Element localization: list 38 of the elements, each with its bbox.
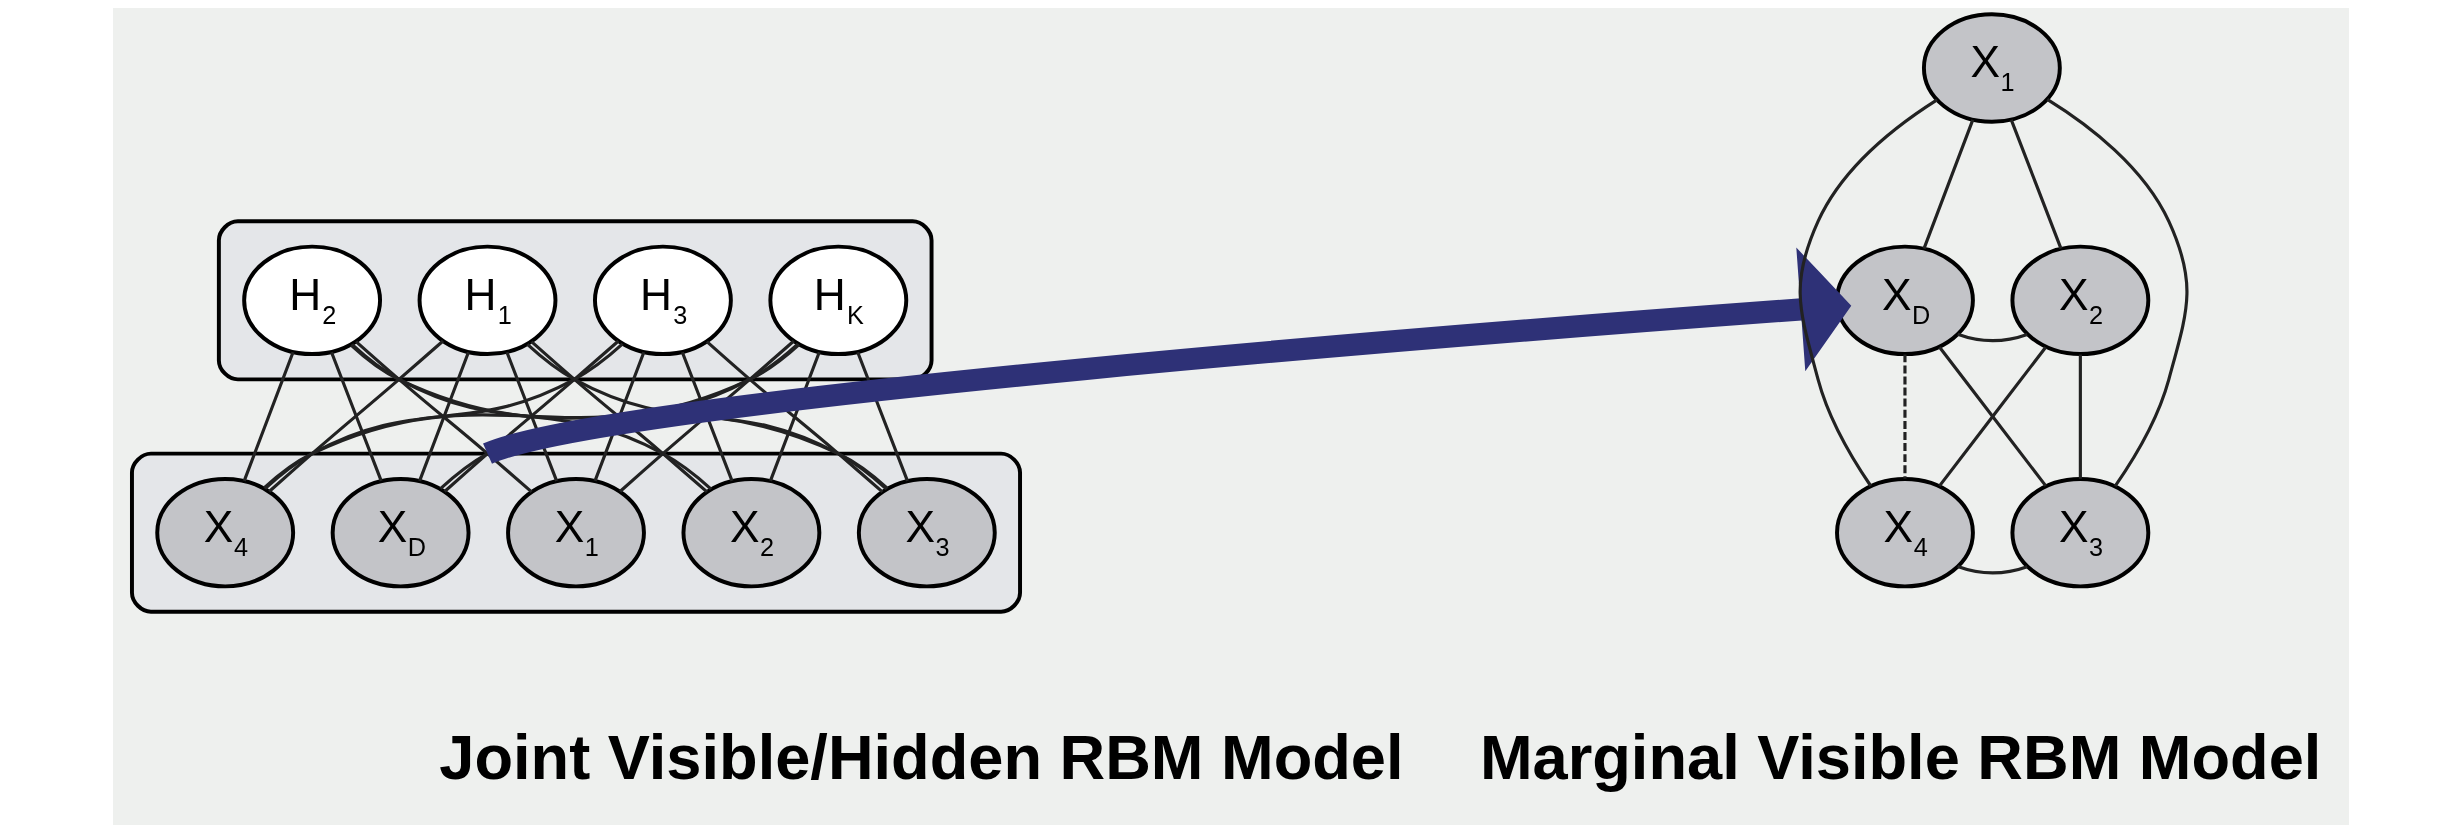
connector [530, 340, 709, 494]
connector [242, 351, 295, 482]
node-ellipse: X$_{3}$ [2010, 476, 2151, 589]
node-ellipse: H$_{K}$ [768, 244, 909, 357]
cluster [216, 219, 934, 382]
node-ellipse: X$_{D}$ [1835, 244, 1975, 357]
connector [268, 339, 445, 493]
node-ellipse: X$_{4}$ [1835, 476, 1975, 589]
connector [263, 343, 801, 490]
connector [705, 340, 884, 494]
arrow [484, 247, 1852, 465]
node-ellipse: X$_{D}$ [330, 476, 471, 589]
label: Marginal Visible RBM Model [1479, 722, 2322, 793]
connector [355, 340, 533, 494]
connector [330, 351, 383, 482]
node-ellipse: X$_{1}$ [1921, 12, 2062, 124]
connector [1957, 565, 2028, 575]
label: Joint Visible/Hidden RBM Model [439, 722, 1404, 793]
node-ellipse: X$_{3}$ [856, 476, 997, 589]
connector [2046, 98, 2189, 487]
node-ellipse: H$_{3}$ [593, 244, 733, 357]
connector [2009, 119, 2063, 250]
connector [1922, 119, 1975, 250]
connector [1957, 332, 2028, 343]
connector [443, 339, 620, 493]
node-ellipse: X$_{4}$ [155, 476, 296, 589]
connector [1798, 98, 1938, 487]
node-ellipse: H$_{2}$ [242, 244, 383, 357]
node-ellipse: X$_{2}$ [2010, 244, 2151, 357]
node-ellipse: H$_{1}$ [417, 244, 558, 357]
connector [2078, 354, 2082, 479]
cluster [130, 451, 1022, 614]
connector [350, 343, 713, 491]
connector [264, 342, 624, 490]
node-ellipse: X$_{1}$ [506, 476, 646, 589]
node-ellipse: X$_{2}$ [681, 476, 822, 589]
connector [418, 351, 470, 482]
connector [1903, 354, 1907, 479]
